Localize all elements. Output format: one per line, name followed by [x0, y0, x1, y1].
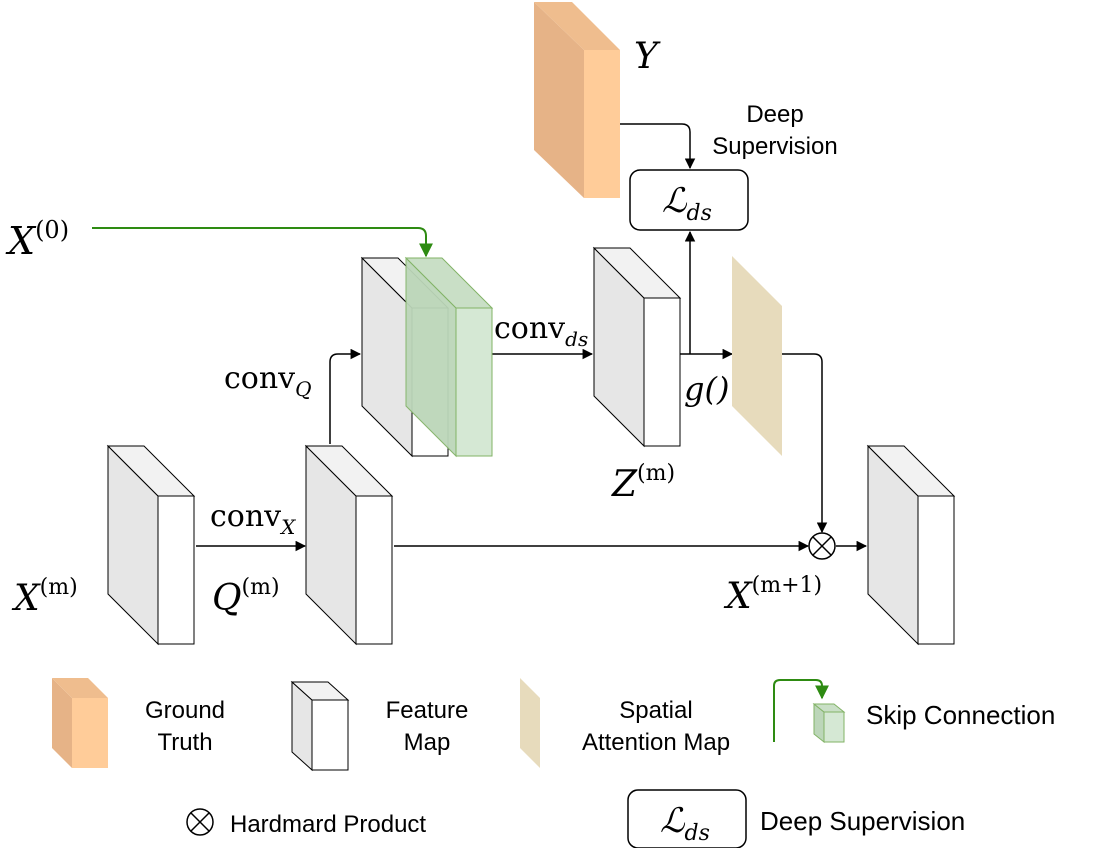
attention-map [732, 256, 782, 456]
legend-feature-map-line1: Feature [386, 697, 469, 724]
arrow-attention-to-product [782, 353, 828, 534]
loss-symbol: ℒds [662, 181, 712, 226]
label-qm: Q(m) [212, 575, 280, 619]
legend-attention-line2: Attention Map [582, 729, 730, 756]
zm-feature-map [592, 246, 682, 448]
label-y: Y [634, 36, 661, 77]
legend-ground-truth-line1: Ground [145, 697, 225, 724]
legend-skip-arrow [773, 679, 829, 742]
label-zm: Z(m) [611, 461, 675, 505]
legend-feature-map-line2: Map [404, 729, 451, 756]
legend-skip-cube [812, 702, 846, 744]
label-conv-x: convX [210, 499, 296, 539]
legend-deep-supervision-label: Deep Supervision [760, 806, 965, 836]
legend: Ground Truth Feature Map Spatial Attenti… [52, 678, 1055, 848]
label-xm1: X(m+1) [723, 573, 822, 617]
arrow-y-to-loss [620, 123, 696, 170]
label-g: g() [684, 370, 729, 408]
label-conv-ds: convds [494, 311, 588, 351]
skip-feature-map [404, 256, 494, 458]
skip-connection-arrow [92, 227, 433, 258]
xm1-feature-map [866, 444, 956, 646]
legend-loss-box [627, 789, 747, 848]
loss-title-line2: Supervision [712, 133, 837, 160]
legend-loss-symbol: ℒds [660, 801, 710, 846]
label-conv-q: convQ [224, 361, 312, 401]
legend-feature-map-icon [290, 680, 350, 772]
legend-ground-truth-icon [52, 678, 108, 768]
legend-hadamard-icon [186, 808, 214, 836]
legend-ground-truth-line2: Truth [157, 729, 212, 756]
label-x0: X(0) [5, 216, 69, 263]
legend-skip-label: Skip Connection [866, 700, 1055, 730]
legend-attention-icon [520, 678, 540, 768]
legend-hadamard-label: Hardmard Product [230, 811, 426, 838]
label-xm: X(m) [11, 575, 78, 619]
ground-truth-block [534, 2, 620, 198]
hadamard-product-node [808, 532, 836, 560]
xm-feature-map [106, 444, 196, 646]
loss-title-line1: Deep [746, 101, 803, 128]
qm-feature-map [304, 444, 394, 646]
loss-box [629, 169, 749, 231]
legend-attention-line1: Spatial [619, 697, 692, 724]
arrow-qm-to-concat [329, 348, 362, 444]
